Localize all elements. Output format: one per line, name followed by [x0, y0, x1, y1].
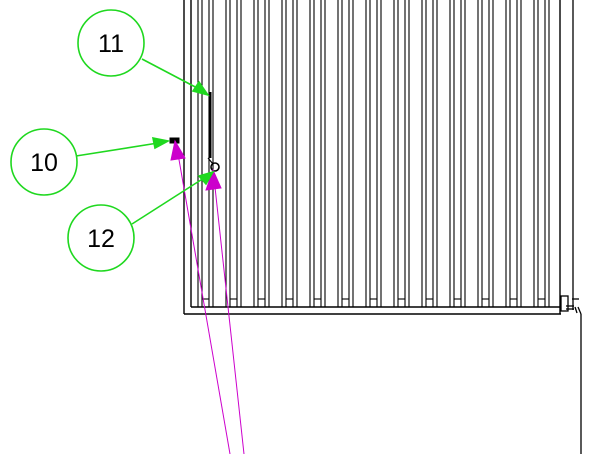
slat [393, 0, 410, 307]
leader-arrowhead-12 [197, 170, 215, 186]
panel-frame [183, 0, 561, 315]
callout-label-11: 11 [98, 30, 124, 58]
slat [477, 0, 494, 307]
slat [533, 0, 550, 307]
leader-arrowhead-11 [191, 80, 210, 97]
slat [505, 0, 522, 307]
pointer-arrowhead-10 [170, 139, 186, 161]
callout-balloon-12: 12 [67, 204, 135, 272]
slat [309, 0, 326, 307]
slat [197, 0, 214, 307]
callout-label-10: 10 [30, 149, 58, 177]
callout-balloon-11: 11 [77, 9, 145, 77]
slat [449, 0, 466, 307]
pointer-arrowhead-12 [205, 168, 222, 191]
leader-lines [75, 58, 215, 225]
callout-balloon-10: 10 [10, 128, 78, 196]
slat [421, 0, 438, 307]
slat [281, 0, 298, 307]
pointer-lines [170, 139, 245, 454]
panel-slats [197, 0, 550, 307]
slat [225, 0, 242, 307]
leader-arrowhead-10 [151, 136, 171, 150]
slat [253, 0, 270, 307]
callout-label-12: 12 [87, 225, 115, 253]
hinge-detail [560, 0, 582, 454]
slat [365, 0, 382, 307]
slat [337, 0, 354, 307]
